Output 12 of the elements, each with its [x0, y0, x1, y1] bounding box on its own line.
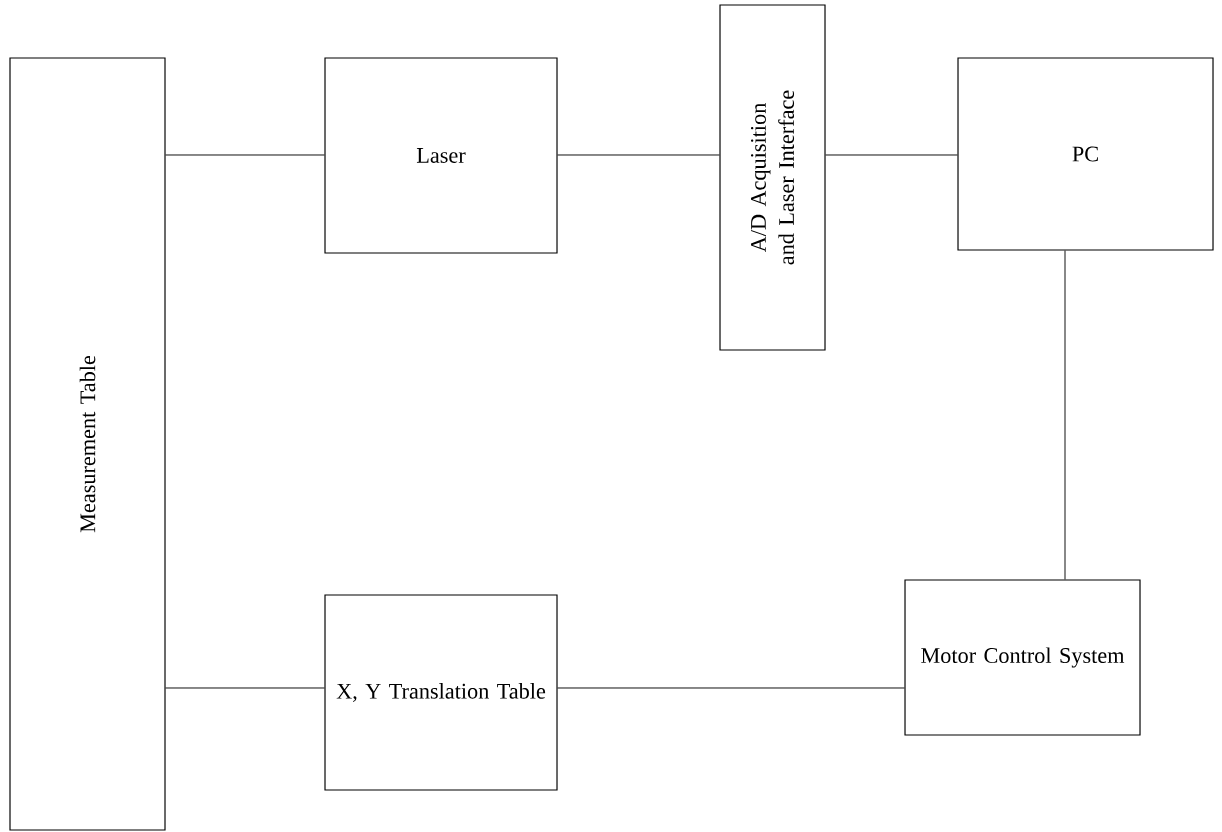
process-box: PC [957, 57, 1214, 251]
process-box: Motor Control System [904, 579, 1141, 736]
connector-line [165, 154, 325, 156]
process-box: Laser [324, 57, 558, 254]
connector-line [557, 687, 905, 689]
connector-line [165, 687, 325, 689]
vertical-box: Measurement Table [9, 57, 166, 831]
process-box: X, Y Translation Table [324, 594, 558, 791]
connector-line [557, 154, 720, 156]
connector-line [1064, 250, 1066, 580]
connector-line [825, 154, 958, 156]
vertical-box: A/D Acquisition and Laser Interface [719, 4, 826, 351]
